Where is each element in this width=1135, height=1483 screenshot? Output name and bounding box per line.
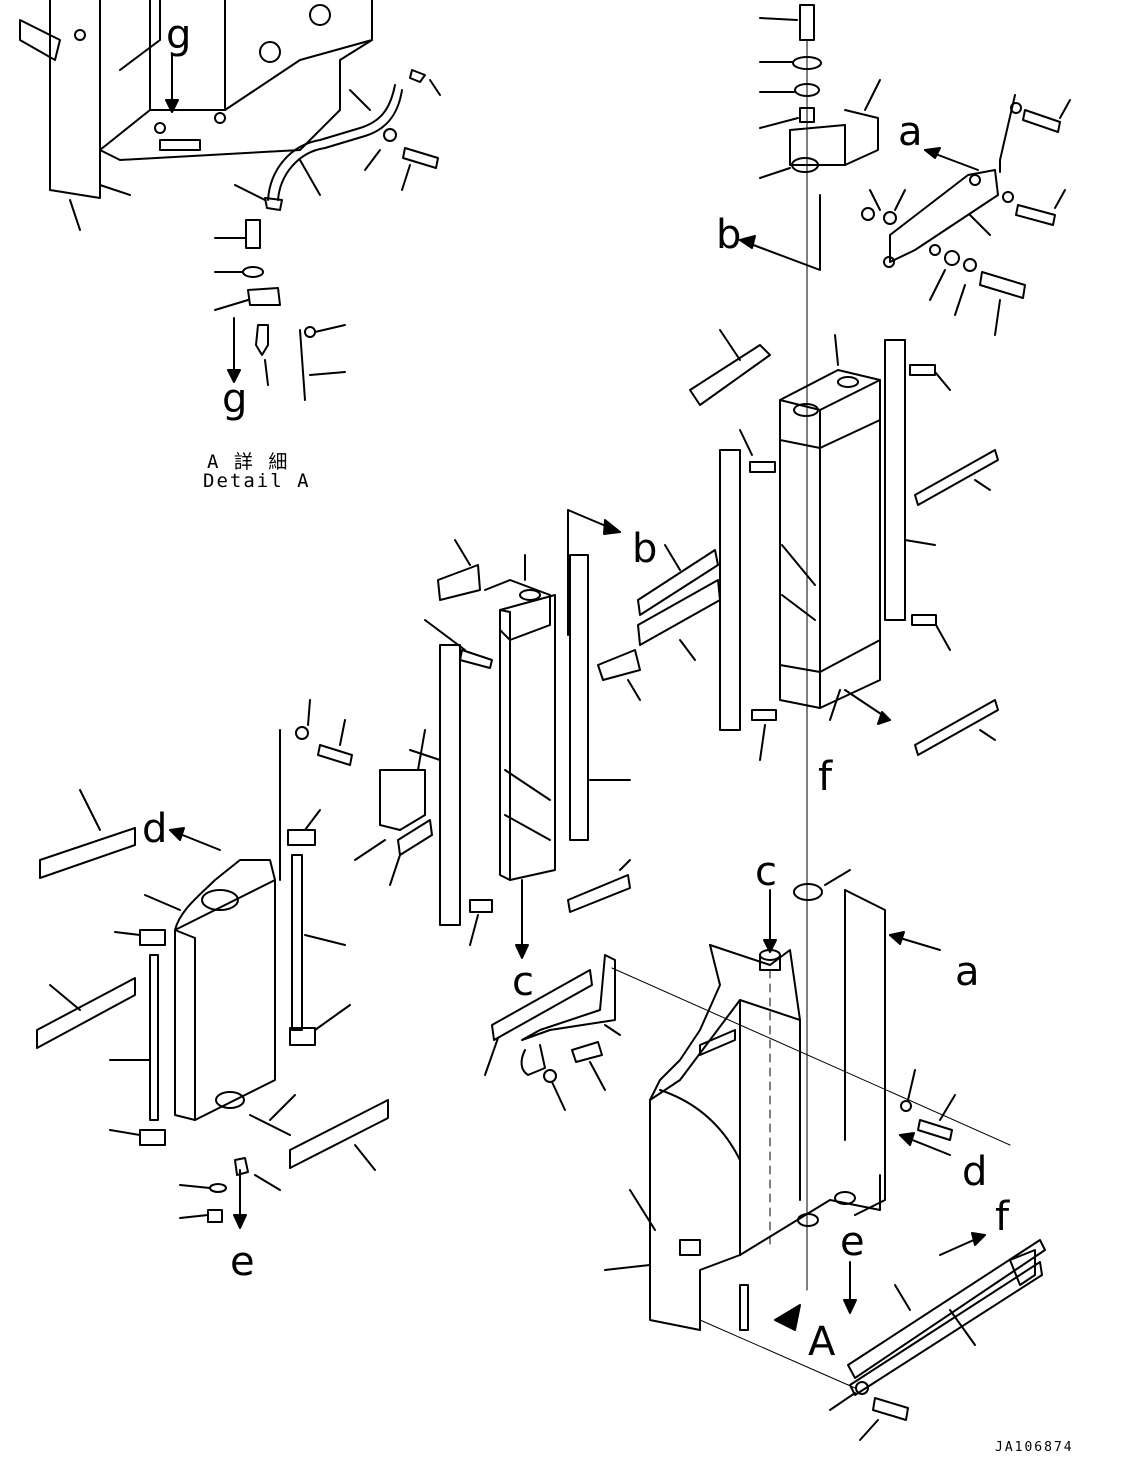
- right-radiator-core: f: [689, 329, 999, 800]
- label-d-right: d: [962, 1149, 987, 1195]
- right-housing: c a d f e A: [604, 849, 1010, 1365]
- label-e-right: e: [840, 1219, 865, 1265]
- detail-a-assembly: g g: [19, 0, 441, 422]
- label-a-right: a: [955, 949, 980, 995]
- label-a-top: a: [898, 109, 923, 155]
- left-radiator-core: d e: [36, 699, 389, 1285]
- label-f-right: f: [995, 1194, 1010, 1240]
- bottom-right-rail: [699, 1239, 1046, 1441]
- label-b-center: b: [632, 526, 657, 572]
- label-c-center: c: [512, 959, 534, 1005]
- label-A-detail: A: [808, 1319, 836, 1365]
- label-b-top: b: [716, 212, 741, 258]
- label-c-right: c: [755, 849, 777, 895]
- label-g-top: g: [166, 12, 191, 58]
- center-radiator-core: b c: [354, 509, 721, 1005]
- label-g-bottom: g: [222, 376, 247, 422]
- detail-caption-english: Detail A: [203, 470, 311, 492]
- bottom-center-bracket: [484, 954, 1011, 1146]
- top-bracket-stack: a b: [716, 4, 1071, 1291]
- detail-caption-japanese: A 詳 細: [207, 451, 290, 473]
- label-e-left: e: [230, 1239, 255, 1285]
- label-f-mid: f: [818, 754, 833, 800]
- label-d-left: d: [142, 806, 167, 852]
- document-id: JA106874: [995, 1440, 1074, 1455]
